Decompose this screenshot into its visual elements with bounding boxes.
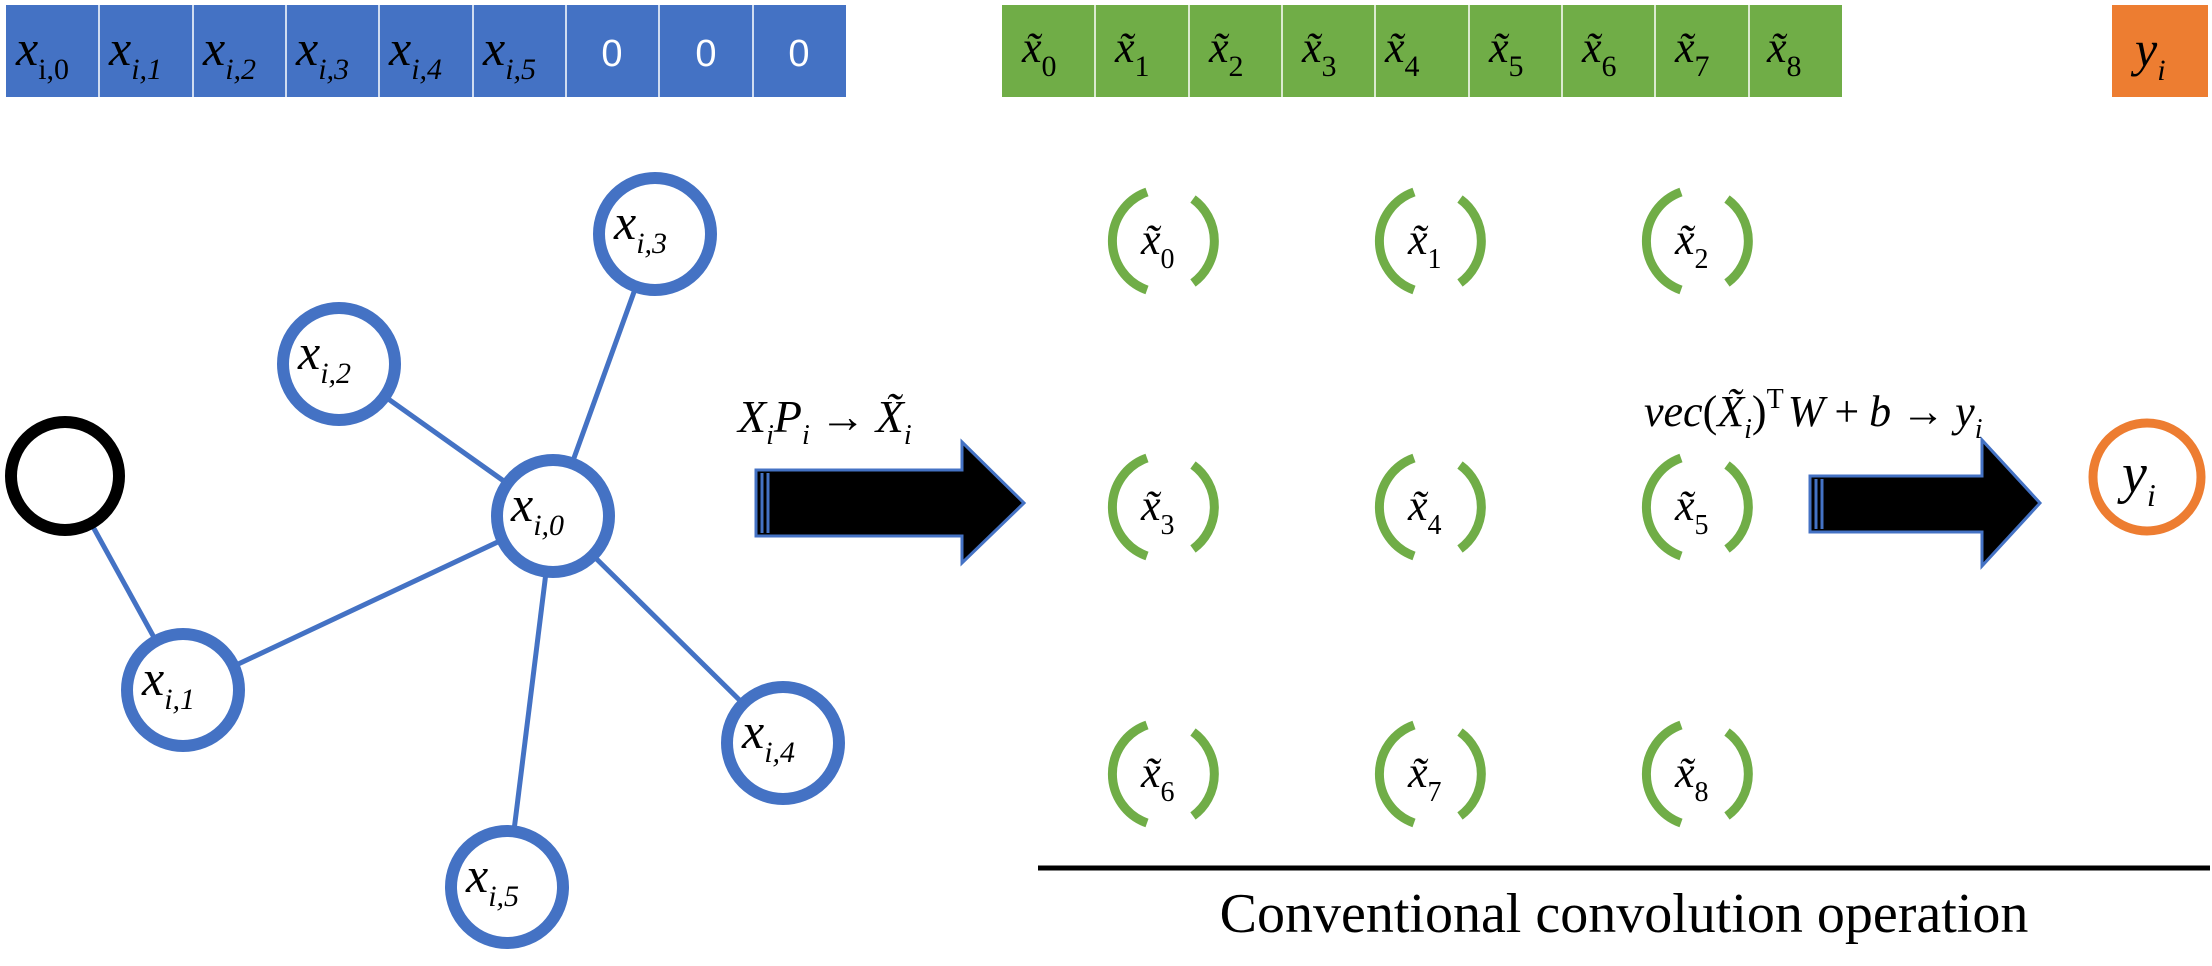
svg-text:yi: yi (2117, 443, 2156, 513)
edge-center-x-i5 (504, 515, 556, 888)
permuted-cell-2: x̃2 (1208, 23, 1244, 83)
input-cell-6: 0 (601, 33, 622, 75)
node-x-i5: xi,5 (445, 825, 569, 949)
grid-node-3 (1107, 453, 1219, 561)
grid-node-8 (1641, 720, 1753, 828)
permuted-vector-bg (1002, 5, 1842, 97)
node-x-i1: xi,1 (121, 628, 245, 752)
graph-edges (62, 233, 785, 888)
graph-nodes: xi,0 xi,1 xi,2 xi,3 xi,4 xi,5 (5, 172, 845, 949)
empty-node (5, 416, 125, 536)
permuted-cell-3: x̃3 (1301, 23, 1337, 83)
permuted-cell-7: x̃7 (1674, 23, 1710, 83)
permuted-vector: x̃0 x̃1 x̃2 x̃3 x̃4 x̃5 x̃6 x̃7 x̃8 (1002, 5, 1842, 97)
permuted-vector-dividers (1094, 5, 1750, 97)
input-cell-0: xi,0 (15, 20, 69, 86)
grid-label-3: x̃3 (1140, 481, 1175, 541)
output-arrow-shape (1808, 436, 2043, 570)
output-node: yi (2088, 418, 2206, 536)
input-vector-dividers (98, 5, 754, 97)
grid-label-6: x̃6 (1140, 748, 1175, 808)
grid-node-0 (1107, 187, 1219, 295)
input-cell-3: xi,3 (295, 20, 349, 86)
input-cell-4: xi,4 (388, 20, 442, 86)
output-box-bg (2112, 5, 2208, 97)
grid-label-1: x̃1 (1407, 215, 1442, 275)
permuted-cell-4: x̃4 (1384, 23, 1420, 83)
grid-label-2: x̃2 (1674, 215, 1709, 275)
grid-label-7: x̃7 (1407, 748, 1442, 808)
svg-text:xi,3: xi,3 (613, 194, 667, 260)
node-x-i3: xi,3 (593, 172, 717, 296)
caption: Conventional convolution operation (1220, 883, 2029, 945)
grid-node-5 (1641, 453, 1753, 561)
output-formula: vec(X̃i)TW+b→yi (1644, 384, 1982, 445)
input-cell-7: 0 (695, 33, 716, 75)
transform-arrow-shape (754, 438, 1027, 567)
permuted-cell-0: x̃0 (1021, 23, 1057, 83)
svg-text:xi,1: xi,1 (141, 650, 195, 716)
input-vector-bg (6, 5, 846, 97)
input-vector: xi,0 xi,1 xi,2 xi,3 xi,4 xi,5 0 0 0 (6, 5, 846, 97)
output-box-label: yi (2130, 21, 2166, 87)
grid-node-1 (1374, 187, 1486, 295)
permuted-cell-1: x̃1 (1114, 23, 1150, 83)
grid-label-4: x̃4 (1407, 481, 1442, 541)
grid-node-4 (1374, 453, 1486, 561)
input-cell-5: xi,5 (482, 20, 536, 86)
grid-label-8: x̃8 (1674, 748, 1709, 808)
transform-arrow (754, 438, 1027, 567)
grid-label-5: x̃5 (1674, 481, 1709, 541)
grid-label-0: x̃0 (1140, 215, 1175, 275)
input-cell-8: 0 (788, 33, 809, 75)
permuted-cell-8: x̃8 (1766, 23, 1802, 83)
output-box: yi (2112, 5, 2208, 97)
transform-label: XiPi→X̃i (736, 391, 912, 451)
output-arrow (1808, 436, 2043, 570)
svg-text:xi,5: xi,5 (465, 847, 519, 913)
grid-nodes (1107, 187, 1753, 828)
node-x-i0: xi,0 (491, 454, 615, 578)
permuted-cell-6: x̃6 (1581, 23, 1617, 83)
permuted-cell-5: x̃5 (1488, 23, 1524, 83)
grid-node-7 (1374, 720, 1486, 828)
grid-node-2 (1641, 187, 1753, 295)
node-x-i4: xi,4 (721, 681, 845, 805)
input-cell-1: xi,1 (108, 20, 162, 86)
grid-node-labels: x̃0 x̃1 x̃2 x̃3 x̃4 x̃5 x̃6 x̃7 x̃8 (1140, 215, 1709, 808)
input-cell-2: xi,2 (202, 20, 256, 86)
svg-text:xi,0: xi,0 (510, 476, 564, 542)
node-x-i2: xi,2 (277, 302, 401, 426)
grid-node-6 (1107, 720, 1219, 828)
svg-text:xi,4: xi,4 (741, 703, 795, 769)
svg-text:xi,2: xi,2 (297, 324, 351, 390)
edge-center-x-i1 (181, 513, 555, 693)
